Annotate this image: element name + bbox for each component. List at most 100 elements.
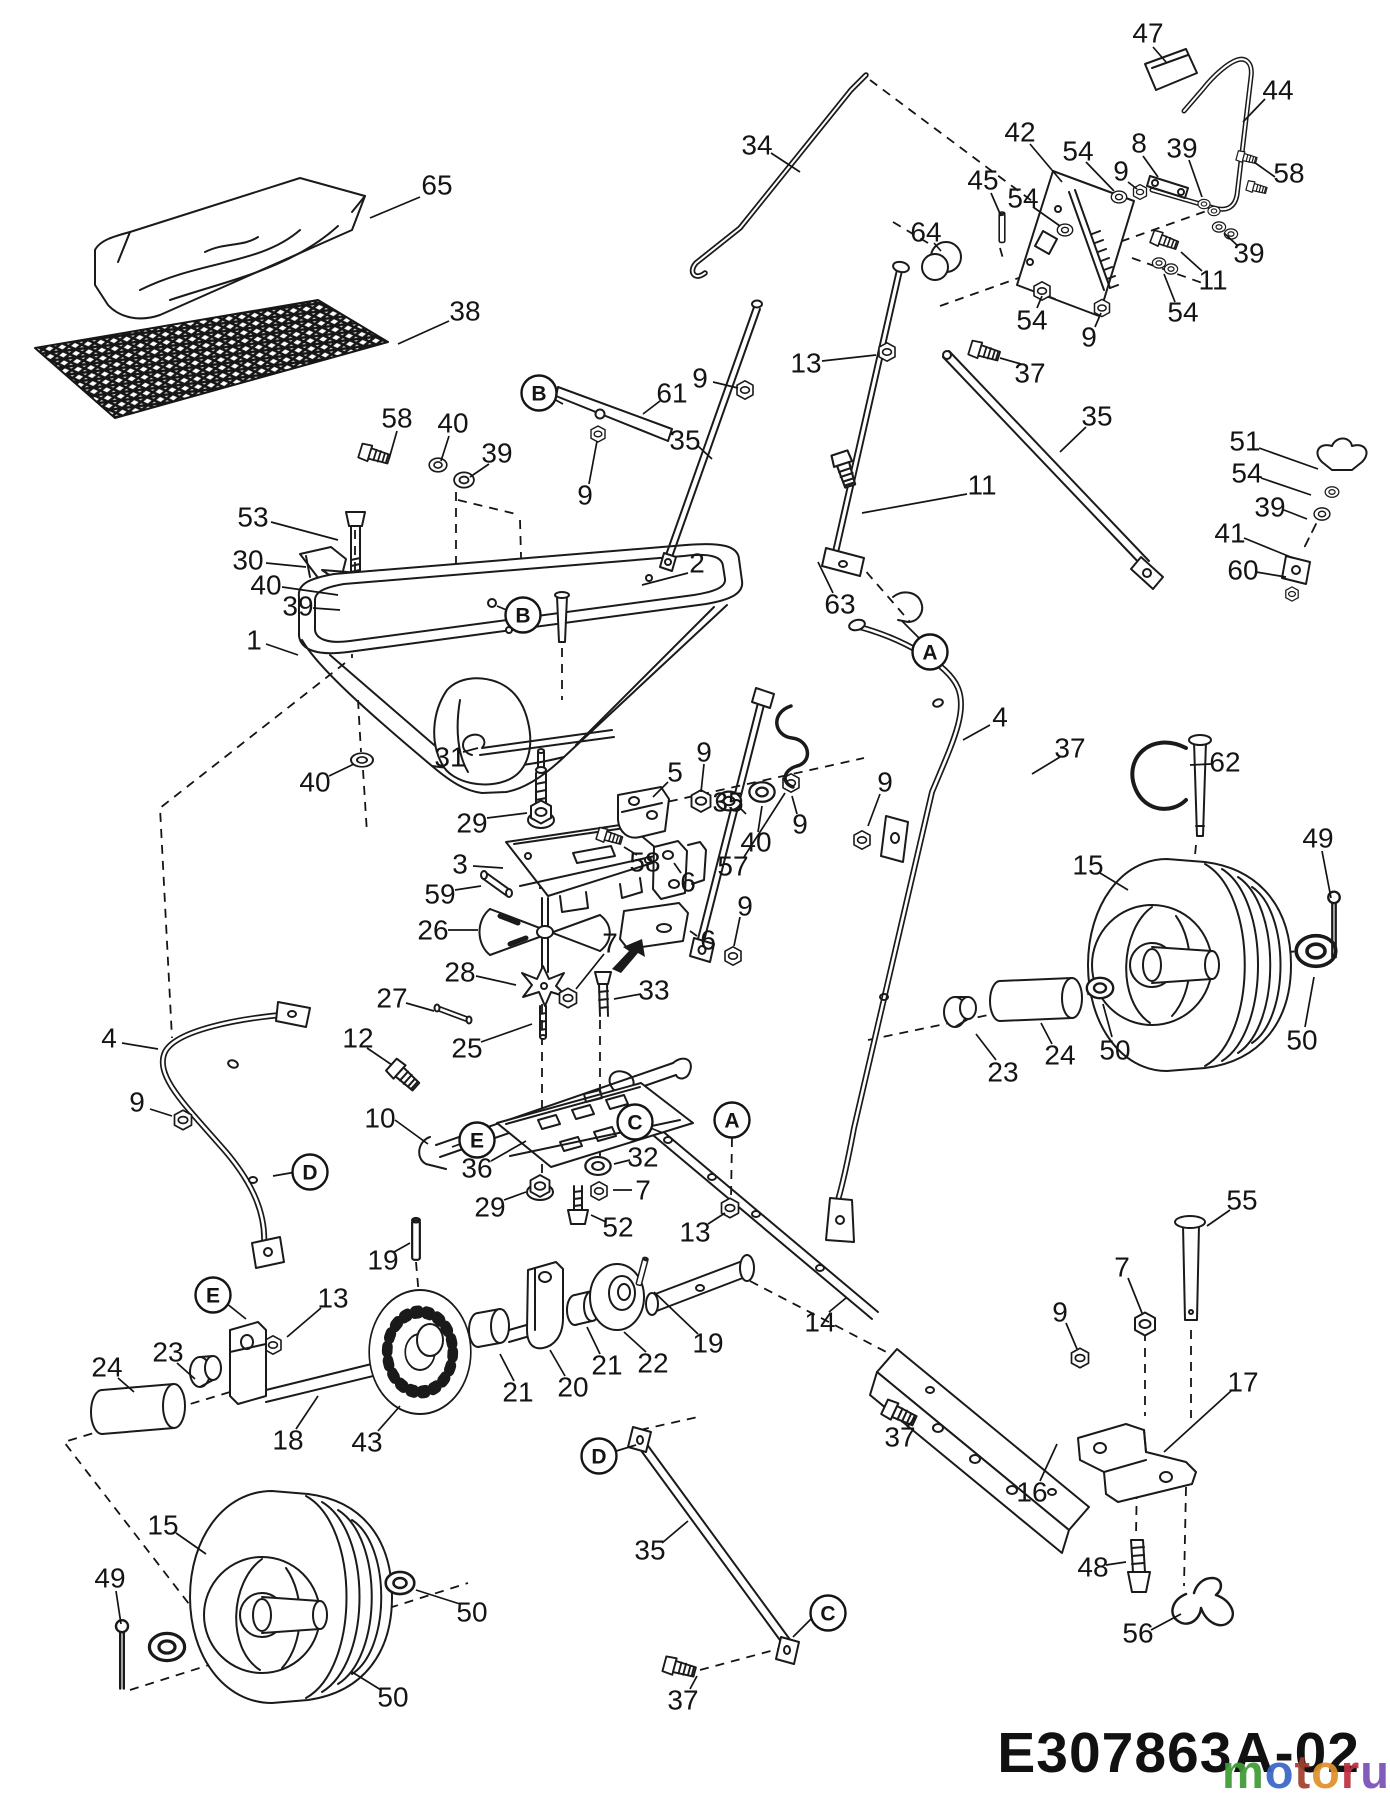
part-label: 19 <box>692 1328 723 1359</box>
leader-line <box>397 320 450 345</box>
part-label: 23 <box>987 1057 1018 1088</box>
part-label: 13 <box>317 1283 348 1314</box>
leader-line <box>689 1675 698 1690</box>
leader-line <box>265 643 299 656</box>
part-label: 25 <box>451 1033 482 1064</box>
leader-line <box>867 793 881 827</box>
hairpin-56 <box>1171 1576 1234 1627</box>
handle-tube-63 <box>821 260 910 577</box>
leader-line <box>689 930 698 937</box>
leader-line <box>1206 1209 1231 1227</box>
knob-64 <box>921 241 962 281</box>
leader-line <box>149 1108 173 1117</box>
watermark-letter: r <box>1340 1745 1361 1798</box>
ref-circle <box>458 1121 496 1159</box>
part-label: 7 <box>602 928 618 959</box>
watermark-letter: u <box>1360 1745 1390 1798</box>
leader-line <box>415 1589 461 1605</box>
leader-line <box>673 862 682 874</box>
part-label: 60 <box>1227 555 1258 586</box>
part-label: 9 <box>577 480 593 511</box>
leader-line <box>817 561 834 594</box>
leader-line <box>642 400 661 415</box>
part-label: 39 <box>282 591 313 622</box>
nut-9-c <box>736 379 754 401</box>
part-label: 35 <box>634 1535 665 1566</box>
nut-7-b <box>590 1181 608 1201</box>
leader-line <box>933 242 942 252</box>
watermark-letter: t <box>1294 1745 1312 1798</box>
watermark-word: motoruf <box>1222 1745 1390 1798</box>
bushing-23-left <box>189 1355 222 1388</box>
leader-line <box>462 747 479 753</box>
part-label: 48 <box>1077 1552 1108 1583</box>
clevis-pin-55 <box>1174 1215 1206 1321</box>
leader-line <box>1188 159 1203 198</box>
part-label: 2 <box>689 548 705 579</box>
part-label: 22 <box>637 1348 668 1379</box>
nut-9-frame <box>853 829 871 851</box>
part-label: 54 <box>1062 136 1093 167</box>
part-label: 51 <box>1229 426 1260 457</box>
leader-line <box>549 1349 566 1377</box>
leader-line <box>1105 1561 1127 1566</box>
leader-line <box>697 445 713 460</box>
pin-19-left <box>411 1216 421 1261</box>
leader-line <box>295 1395 319 1430</box>
part-label: 6 <box>700 925 716 956</box>
leader-line <box>503 1191 527 1201</box>
hitch-tube-16 <box>869 1348 1090 1554</box>
leader-line <box>472 865 504 869</box>
leader-line <box>1163 1390 1232 1453</box>
part-label: 18 <box>272 1425 303 1456</box>
nut-9-leftarm <box>173 1109 193 1131</box>
part-label: 50 <box>1099 1035 1130 1066</box>
leader-line <box>901 620 922 641</box>
part-label: 54 <box>1231 458 1262 489</box>
washer-32 <box>584 1155 612 1177</box>
leader-line <box>1094 312 1102 328</box>
spring-57 <box>775 704 809 789</box>
screw-58-r2 <box>1245 179 1269 197</box>
part-label: 11 <box>1198 265 1227 296</box>
part-label: 52 <box>602 1212 633 1243</box>
part-label: 15 <box>1072 850 1103 881</box>
part-label: 43 <box>351 1427 382 1458</box>
leader-line <box>469 463 490 478</box>
watermark-letter: o <box>1311 1745 1341 1798</box>
leader-line <box>490 1140 527 1162</box>
part-label: 6 <box>680 867 696 898</box>
ref-circle <box>616 1103 654 1141</box>
part-label: 5 <box>667 757 683 788</box>
leader-line <box>454 885 482 891</box>
part-label: 24 <box>91 1352 122 1383</box>
leader-line <box>588 440 598 485</box>
spoke-disc-43 <box>368 1289 472 1415</box>
bolt-48 <box>1127 1539 1151 1593</box>
hopper-cover-drawing <box>94 177 366 320</box>
ref-circle-letter: C <box>627 1112 642 1135</box>
part-label: 62 <box>1209 747 1240 778</box>
shaft-25 <box>539 1005 547 1040</box>
part-label: 27 <box>376 983 407 1014</box>
slide-bar-61 <box>555 386 673 443</box>
part-label: 9 <box>1052 1297 1068 1328</box>
ref-circle-letter: A <box>724 1110 739 1133</box>
ref-circle-letter: B <box>531 383 546 406</box>
bushing-23-right <box>943 996 977 1028</box>
leader-line <box>1152 46 1167 63</box>
pin-B <box>554 591 570 643</box>
leader-line <box>1223 232 1239 247</box>
part-label: 54 <box>1016 305 1047 336</box>
leader-line <box>281 586 339 596</box>
bracket-20 <box>526 1261 564 1350</box>
part-label: 39 <box>481 438 512 469</box>
leader-line <box>828 1297 847 1313</box>
leader-line <box>393 1242 411 1253</box>
leader-line <box>328 763 355 777</box>
bolt-53 <box>345 511 366 579</box>
pulley-22 <box>589 1263 645 1331</box>
ref-circle <box>713 1101 751 1139</box>
